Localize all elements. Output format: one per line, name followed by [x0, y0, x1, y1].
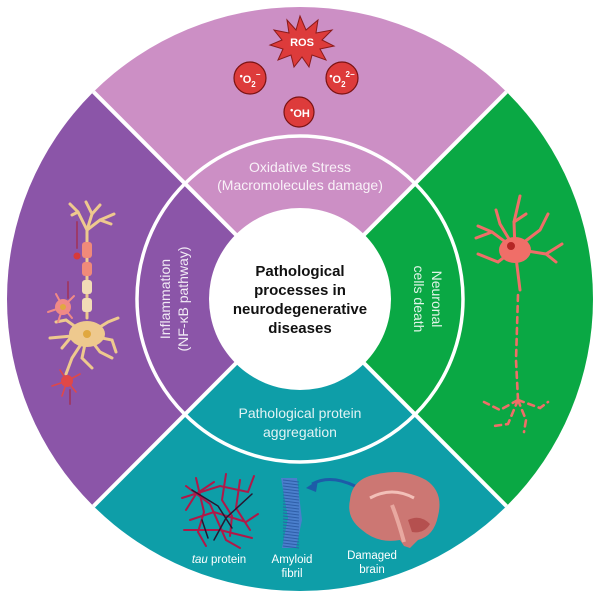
oxidative-label-line: (Macromolecules damage) [217, 177, 383, 193]
fibril-stripe [282, 527, 300, 531]
degenerating-neuron-illustration [474, 194, 564, 434]
neuronal-death-label-line: cells death [411, 266, 427, 333]
center-title-line: processes in [254, 282, 346, 299]
sector-oxidative-stress [7, 7, 593, 299]
protein-aggregation-label: Pathological protein aggregation [239, 405, 362, 440]
damaged-brain-illustration [349, 472, 440, 548]
sector-inflammation [7, 7, 300, 591]
fibril-stripe [282, 518, 300, 522]
fibril-stripe [282, 482, 300, 486]
hydroxyl-label: •OH [290, 105, 310, 120]
microglia-icon [47, 293, 75, 323]
brain-caption-line: brain [359, 564, 385, 576]
center-circle [209, 208, 391, 390]
hydroxyl-icon: •OH [283, 96, 315, 128]
neuronal-death-label: Neuronal cells death [411, 266, 445, 333]
amyloid-caption-line: Amyloid [272, 554, 313, 566]
tau-protein-illustration [181, 473, 259, 549]
fibril-stripe [282, 521, 300, 525]
fibril-stripe [282, 485, 300, 489]
ros-illustration: ROS •O2− •O22− •OH [233, 14, 359, 128]
neuronal-death-label-line: Neuronal [429, 271, 445, 328]
center-title: Pathological processes in neurodegenerat… [233, 263, 367, 337]
middle-ring-divider [135, 134, 465, 464]
blue-arrow-icon [306, 478, 356, 492]
fibril-stripe [282, 539, 300, 543]
oxidative-stress-label: Oxidative Stress (Macromolecules damage) [217, 159, 383, 193]
sector-protein-aggregation [7, 299, 593, 591]
amyloid-caption: Amyloid fibril [272, 554, 313, 580]
amyloid-fibril-illustration [281, 478, 302, 549]
fibril-stripe [282, 524, 300, 528]
fibril-stripe [282, 533, 300, 537]
fibril-stripe [282, 488, 300, 492]
fibril-stripe [282, 536, 300, 540]
fibril-stripe [282, 506, 300, 510]
brain-caption: Damaged brain [347, 550, 397, 576]
sector-neuronal-death [300, 7, 593, 591]
fibril-stripe [282, 497, 300, 501]
inflammation-label-line: Inflammation [157, 259, 173, 339]
fibril-stripe [282, 479, 300, 483]
fibril-stripe [282, 491, 300, 495]
amyloid-caption-line: fibril [281, 568, 302, 580]
tau-caption: tau protein [192, 554, 246, 566]
fibril-stripe [282, 503, 300, 507]
fibril-stripe [282, 494, 300, 498]
fibril-stripe [282, 509, 300, 513]
inflammation-label: Inflammation (NF-κB pathway) [157, 246, 191, 351]
center-title-line: diseases [268, 320, 331, 337]
center-title-line: Pathological [255, 263, 344, 280]
superoxide-label: •O2− [240, 70, 261, 89]
fibril-stripe [282, 542, 300, 546]
ros-label: ROS [290, 37, 314, 49]
fibril-stripe [282, 500, 300, 504]
superoxide-icon: •O2− [233, 61, 267, 95]
ros-burst-icon [268, 14, 336, 69]
fibril-stripe [282, 515, 300, 519]
peroxide-icon: •O22− [325, 61, 359, 95]
protein-label-line: Pathological protein [239, 405, 362, 421]
fibril-stripe [282, 512, 300, 516]
fibril-stripe [282, 530, 300, 534]
inflammation-label-line: (NF-κB pathway) [175, 246, 191, 351]
tau-caption-text: tau protein [192, 554, 246, 566]
peroxide-label: •O22− [329, 70, 355, 89]
brain-caption-line: Damaged [347, 550, 397, 562]
microglia-icon [51, 369, 81, 397]
oxidative-label-line: Oxidative Stress [249, 159, 351, 175]
center-title-line: neurodegenerative [233, 301, 367, 318]
inflamed-neuron-illustration [47, 200, 120, 405]
fibril-stripe [282, 545, 300, 549]
protein-label-line: aggregation [263, 424, 337, 440]
